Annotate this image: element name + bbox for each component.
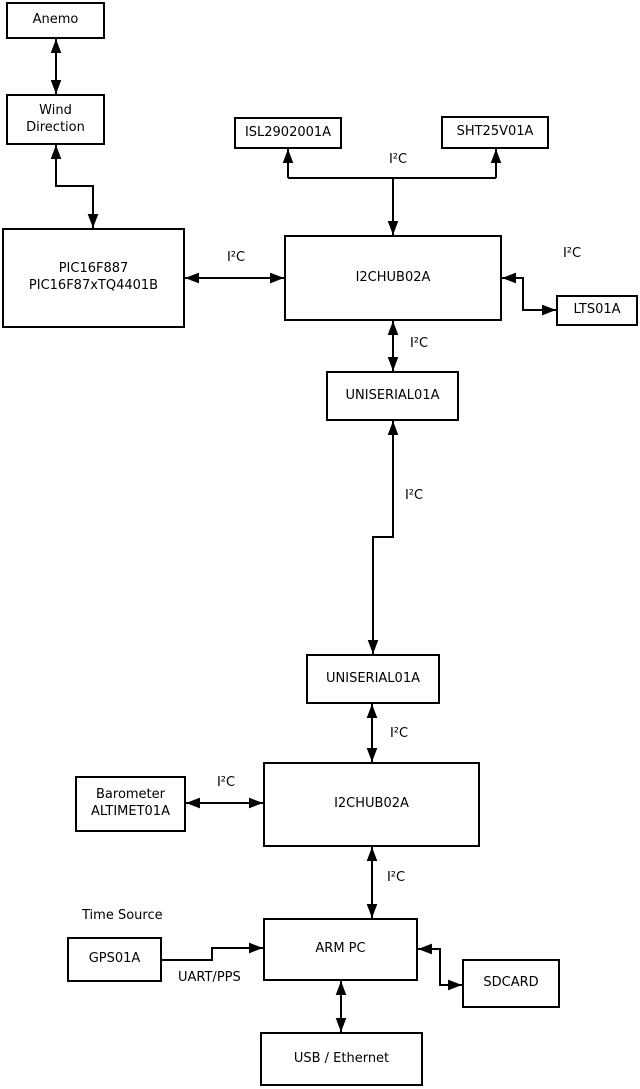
node-isl2902001a: ISL2902001A xyxy=(234,117,342,149)
wire-gps-armpc xyxy=(162,942,263,961)
node-pic16f887: PIC16F887 PIC16F87xTQ4401B xyxy=(2,228,185,328)
label-i2c-hub2-armpc: I²C xyxy=(386,870,406,885)
node-arm-pc: ARM PC xyxy=(263,918,418,981)
node-i2chub02a-1: I2CHUB02A xyxy=(284,235,502,321)
label-i2c-hub-lts: I²C xyxy=(562,246,582,261)
wire-i2chub1-lts xyxy=(502,272,556,316)
node-uniserial01a-2: UNISERIAL01A xyxy=(306,654,440,704)
node-sht25v01a: SHT25V01A xyxy=(441,116,549,149)
label-i2c-hub-uniserial: I²C xyxy=(409,336,429,351)
label-i2c-sensors: I²C xyxy=(388,152,408,167)
node-wind-direction: Wind Direction xyxy=(6,94,105,145)
wire-winddirection-pic xyxy=(50,145,99,228)
node-i2chub02a-2: I2CHUB02A xyxy=(263,762,480,847)
node-lts01a: LTS01A xyxy=(556,295,638,326)
wire-armpc-sdcard xyxy=(418,943,462,991)
node-uniserial01a-1: UNISERIAL01A xyxy=(326,371,459,421)
node-usb-ethernet: USB / Ethernet xyxy=(260,1032,423,1086)
label-uart-pps: UART/PPS xyxy=(178,970,241,985)
node-gps01a: GPS01A xyxy=(67,937,162,982)
node-sdcard: SDCARD xyxy=(462,959,560,1008)
label-i2c-pic-hub: I²C xyxy=(226,250,246,265)
label-time-source: Time Source xyxy=(82,908,163,923)
node-anemo: Anemo xyxy=(6,2,105,39)
node-barometer-altimet01a: Barometer ALTIMET01A xyxy=(75,776,186,832)
wire-uniserial1-uniserial2 xyxy=(367,421,399,654)
label-i2c-uniserial-hub2: I²C xyxy=(389,726,409,741)
label-i2c-link: I²C xyxy=(404,488,424,503)
label-i2c-barometer: I²C xyxy=(216,775,236,790)
